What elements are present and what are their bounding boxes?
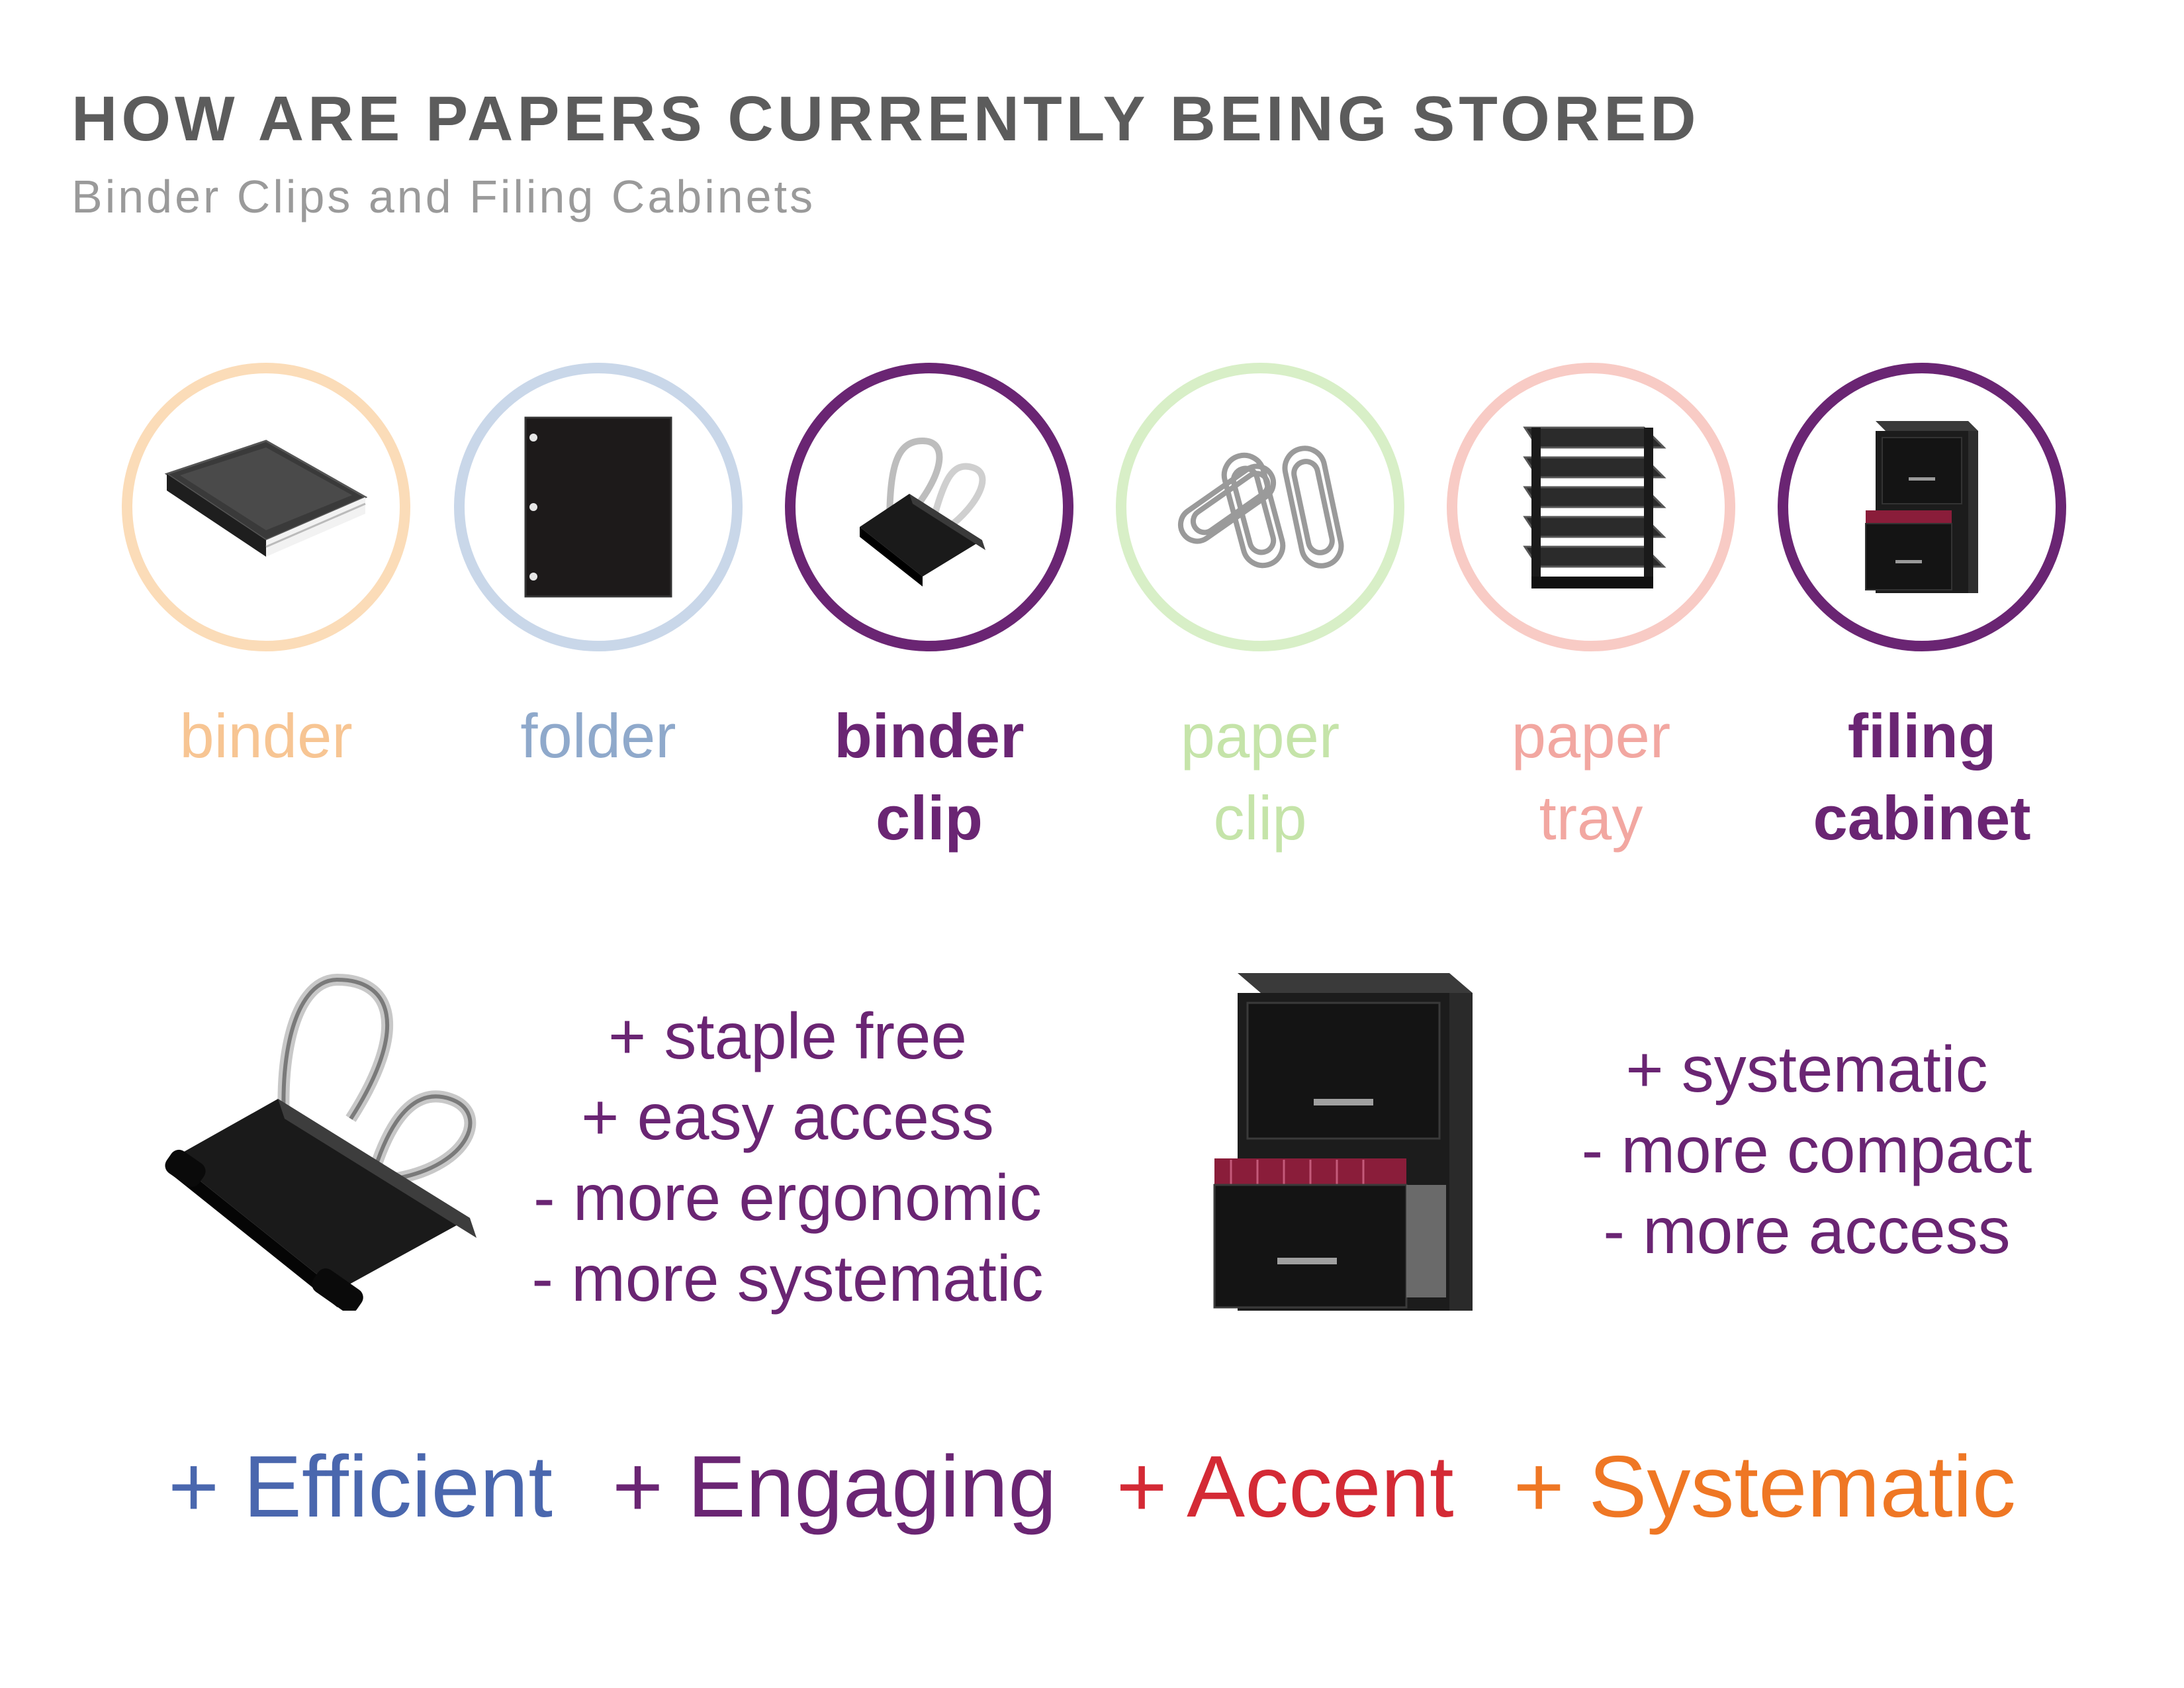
keyword-systematic: + Systematic (1513, 1438, 2016, 1535)
paper-clip-label: paper clip (1180, 701, 1340, 853)
page-subtitle: Binder Clips and Filing Cabinets (71, 171, 816, 222)
binder-clip-option-circle (785, 363, 1073, 651)
folder-icon (524, 416, 672, 598)
filing-cabinet-features: + systematic - more compact - more acces… (1522, 1029, 2091, 1271)
filing-cabinet-label: filing cabinet (1813, 701, 2031, 853)
feature-item: - more ergonomic (533, 1161, 1042, 1234)
feature-item: - more access (1603, 1194, 2011, 1267)
folder-option-circle (454, 363, 743, 651)
binder-label: binder (179, 701, 353, 771)
feature-item: + systematic (1625, 1033, 1988, 1105)
keyword-efficient: + Efficient (168, 1438, 553, 1535)
paper-clip-option-circle (1116, 363, 1404, 651)
keyword-engaging: + Engaging (612, 1438, 1057, 1535)
filing-cabinet-large-icon (1213, 973, 1473, 1311)
binder-clip-label: binder clip (834, 701, 1024, 853)
feature-item: + staple free (608, 1000, 968, 1072)
feature-item: + easy access (581, 1080, 994, 1153)
binder-clip-icon (860, 437, 986, 586)
paper-tray-icon (1523, 426, 1666, 588)
keyword-accent: + Accent (1116, 1438, 1454, 1535)
folder-label: folder (520, 701, 676, 771)
filing-cabinet-option-circle (1778, 363, 2066, 651)
binder-clip-large-icon (165, 973, 477, 1311)
paper-tray-label: paper tray (1511, 701, 1671, 853)
feature-item: - more systematic (531, 1242, 1044, 1315)
paper-clip-icon (1177, 445, 1344, 569)
paper-tray-option-circle (1447, 363, 1735, 651)
binder-clip-features: + staple free + easy access - more ergon… (516, 996, 1059, 1319)
binder-option-circle (122, 363, 410, 651)
filing-cabinet-icon (1865, 421, 1978, 593)
feature-item: - more compact (1581, 1113, 2032, 1186)
page-title: HOW ARE PAPERS CURRENTLY BEING STORED (71, 83, 1700, 154)
binder-icon (164, 440, 368, 557)
keyword-row: + Efficient + Engaging + Accent + System… (0, 1443, 2184, 1530)
